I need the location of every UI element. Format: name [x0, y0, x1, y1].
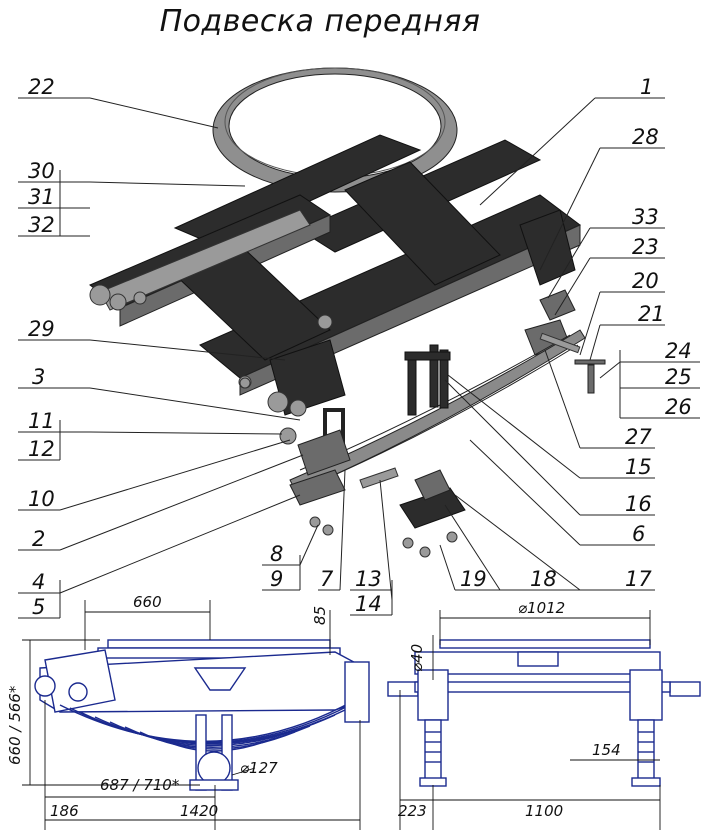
callout-26: 26: [665, 395, 692, 419]
side-view-dimensions: 660 85 660 / 566* 687 / 710* ⌀127 186 14…: [6, 593, 329, 820]
page-title: Подвеска передняя: [159, 4, 481, 39]
callout-17: 17: [625, 567, 652, 591]
callout-33: 33: [632, 205, 659, 229]
dim-660: 660: [133, 593, 162, 611]
dim-85: 85: [311, 606, 329, 625]
dim-1012: ⌀1012: [518, 599, 565, 617]
dim-154: 154: [592, 741, 621, 759]
callout-19: 19: [460, 567, 487, 591]
dim-1420: 1420: [180, 802, 218, 820]
callout-10: 10: [28, 487, 55, 511]
callout-12: 12: [28, 437, 55, 461]
callout-2: 2: [32, 527, 45, 551]
u-bolt: [407, 354, 417, 416]
callout-7: 7: [320, 567, 334, 591]
callout-3: 3: [32, 365, 45, 389]
callout-13: 13: [355, 567, 382, 591]
callout-20: 20: [632, 269, 659, 293]
callout-23: 23: [632, 235, 659, 259]
side-view-drawing: [22, 600, 370, 830]
callout-16: 16: [625, 492, 652, 516]
callout-30: 30: [28, 159, 55, 183]
callout-11: 11: [28, 409, 55, 433]
callout-15: 15: [625, 455, 652, 479]
callout-leaders: [18, 97, 700, 619]
callout-1: 1: [640, 75, 653, 99]
dim-687-710: 687 / 710*: [100, 776, 180, 794]
callout-8: 8: [270, 542, 283, 566]
dim-1100: 1100: [525, 802, 563, 820]
callout-27: 27: [625, 425, 652, 449]
callout-21: 21: [638, 302, 665, 326]
callout-labels: 22 30 31 32 29 3 11 12 10 2 4 5 8 9 7 13…: [28, 75, 692, 619]
callout-9: 9: [270, 567, 283, 591]
dim-186: 186: [50, 802, 79, 820]
callout-14: 14: [355, 592, 382, 616]
front-view-drawing: [387, 610, 701, 830]
dim-660-566: 660 / 566*: [6, 685, 24, 765]
callout-5: 5: [32, 595, 45, 619]
callout-32: 32: [28, 213, 55, 237]
callout-29: 29: [28, 317, 55, 341]
callout-22: 22: [28, 75, 55, 99]
callout-18: 18: [530, 567, 557, 591]
callout-28: 28: [632, 125, 659, 149]
callout-6: 6: [632, 522, 645, 546]
dim-40: ⌀40: [408, 644, 426, 672]
callout-31: 31: [28, 185, 55, 209]
callout-24: 24: [665, 339, 692, 363]
dim-223: 223: [398, 802, 427, 820]
callout-4: 4: [32, 570, 45, 594]
dim-127: ⌀127: [240, 759, 278, 777]
assembly-illustration: [89, 67, 606, 558]
front-view-dimensions: ⌀40 ⌀1012 154 223 1100: [398, 599, 621, 820]
callout-25: 25: [665, 365, 692, 389]
